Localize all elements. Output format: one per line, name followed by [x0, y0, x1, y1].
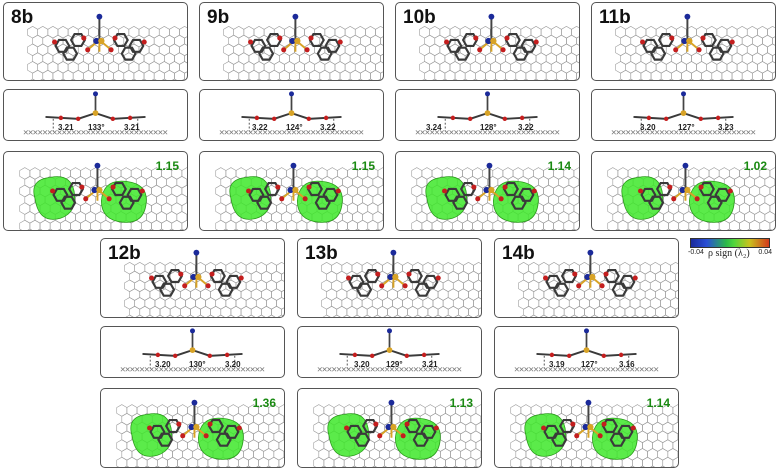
compound-label: 10b: [403, 7, 436, 28]
distance-right: 3.16: [619, 360, 635, 369]
colorbar-title: ρ sign (λ₂): [708, 248, 750, 259]
distance-left: 3.21: [58, 123, 74, 132]
distance-right: 3.22: [320, 123, 336, 132]
nci-colorbar: -0.04 ρ sign (λ₂) 0.04: [688, 238, 772, 259]
bend-angle: 129°: [386, 360, 403, 369]
nci-value: 1.15: [351, 159, 375, 173]
structure-panel-9b: 9b: [199, 2, 384, 81]
distance-right: 3.23: [718, 123, 734, 132]
compound-label: 11b: [599, 7, 631, 28]
nci-panel-13b: 1.13: [297, 388, 482, 468]
distance-right: 3.20: [225, 360, 241, 369]
nci-value: 1.14: [547, 159, 571, 173]
structure-panel-14b: 14b: [494, 238, 679, 318]
molecule-top-view: [27, 13, 187, 80]
bend-angle: 128°: [480, 123, 497, 132]
nci-surface-view: [313, 399, 481, 467]
nci-panel-8b: 1.15: [3, 151, 188, 231]
distance-right: 3.21: [422, 360, 438, 369]
distance-right: 3.21: [124, 123, 140, 132]
nci-surface-view: [116, 399, 284, 467]
compound-label: 9b: [207, 7, 230, 28]
nci-value: 1.36: [252, 396, 276, 410]
colorbar-gradient: [690, 238, 770, 248]
distance-left: 3.19: [549, 360, 565, 369]
molecule-side-view: [611, 91, 756, 135]
nci-value: 1.02: [743, 159, 767, 173]
nci-value: 1.14: [646, 396, 670, 410]
structure-panel-13b: 13b: [297, 238, 482, 318]
molecule-top-view: [321, 249, 481, 317]
bend-angle: 127°: [581, 360, 598, 369]
molecule-top-view: [223, 13, 383, 80]
nci-value: 1.13: [449, 396, 473, 410]
molecule-top-view: [615, 13, 775, 80]
structure-panel-8b: 8b: [3, 2, 188, 81]
nci-surface-view: [19, 162, 187, 230]
nci-surface-view: [510, 399, 678, 467]
distance-left: 3.24: [426, 123, 442, 132]
side-view-panel-8b: 3.21 133° 3.21: [3, 89, 188, 141]
structure-panel-11b: 11b: [591, 2, 776, 81]
distance-right: 3.22: [518, 123, 534, 132]
nci-panel-10b: 1.14: [395, 151, 580, 231]
structure-panel-12b: 12b: [100, 238, 285, 318]
colorbar-min-label: -0.04: [688, 249, 704, 256]
molecule-side-view: [219, 91, 364, 135]
colorbar-max-label: 0.04: [758, 249, 772, 256]
distance-left: 3.20: [640, 123, 656, 132]
compound-label: 8b: [11, 7, 34, 28]
distance-left: 3.20: [155, 360, 171, 369]
side-view-panel-14b: 3.19 127° 3.16: [494, 326, 679, 378]
side-view-panel-10b: 3.24 128° 3.22: [395, 89, 580, 141]
bend-angle: 124°: [286, 123, 303, 132]
distance-left: 3.20: [354, 360, 370, 369]
molecule-top-view: [124, 249, 284, 317]
molecule-top-view: [518, 249, 678, 317]
molecule-side-view: [317, 328, 462, 372]
nci-panel-14b: 1.14: [494, 388, 679, 468]
molecule-side-view: [23, 91, 168, 135]
compound-label: 12b: [108, 243, 141, 264]
bend-angle: 130°: [189, 360, 206, 369]
structure-panel-10b: 10b: [395, 2, 580, 81]
side-view-panel-11b: 3.20 127° 3.23: [591, 89, 776, 141]
nci-panel-11b: 1.02: [591, 151, 776, 231]
molecule-side-view: [514, 328, 659, 372]
molecule-side-view: [415, 91, 560, 135]
compound-label: 14b: [502, 243, 535, 264]
distance-left: 3.22: [252, 123, 268, 132]
compound-label: 13b: [305, 243, 338, 264]
side-view-panel-9b: 3.22 124° 3.22: [199, 89, 384, 141]
nci-surface-view: [607, 162, 775, 230]
nci-value: 1.15: [155, 159, 179, 173]
side-view-panel-12b: 3.20 130° 3.20: [100, 326, 285, 378]
bend-angle: 127°: [678, 123, 695, 132]
nci-surface-view: [411, 162, 579, 230]
molecule-side-view: [120, 328, 265, 372]
molecule-top-view: [419, 13, 579, 80]
nci-surface-view: [215, 162, 383, 230]
nci-panel-12b: 1.36: [100, 388, 285, 468]
nci-panel-9b: 1.15: [199, 151, 384, 231]
bend-angle: 133°: [88, 123, 105, 132]
side-view-panel-13b: 3.20 129° 3.21: [297, 326, 482, 378]
